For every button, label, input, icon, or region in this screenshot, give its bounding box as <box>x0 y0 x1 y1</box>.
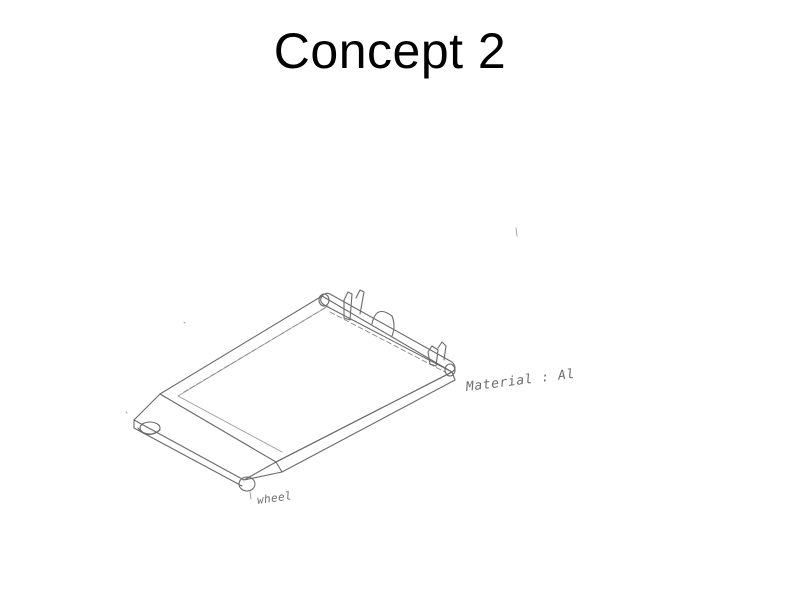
roller <box>320 292 456 373</box>
stray-mark <box>125 411 128 414</box>
tray-side-face <box>275 371 456 473</box>
tray-top-surface <box>159 295 453 463</box>
slide-title: Concept 2 <box>273 23 507 79</box>
clamp <box>437 341 447 361</box>
wheel-front <box>238 476 256 492</box>
clamp <box>343 291 353 321</box>
wheel-left <box>139 421 161 435</box>
wheel-pointer <box>249 491 252 500</box>
roller-end <box>318 293 330 307</box>
stray-mark <box>515 227 518 237</box>
clamp <box>355 289 365 315</box>
handle <box>371 310 395 337</box>
hinge-dashed-line <box>329 311 446 373</box>
tray-inner-rim <box>177 395 283 453</box>
clamp <box>427 345 439 367</box>
stray-mark <box>183 321 186 324</box>
roller-end <box>444 363 456 377</box>
inner-dashed-line <box>183 307 326 393</box>
tray-side-bottom <box>243 471 283 481</box>
tray-front-bottom <box>133 419 243 487</box>
tray-front-face <box>133 393 277 481</box>
